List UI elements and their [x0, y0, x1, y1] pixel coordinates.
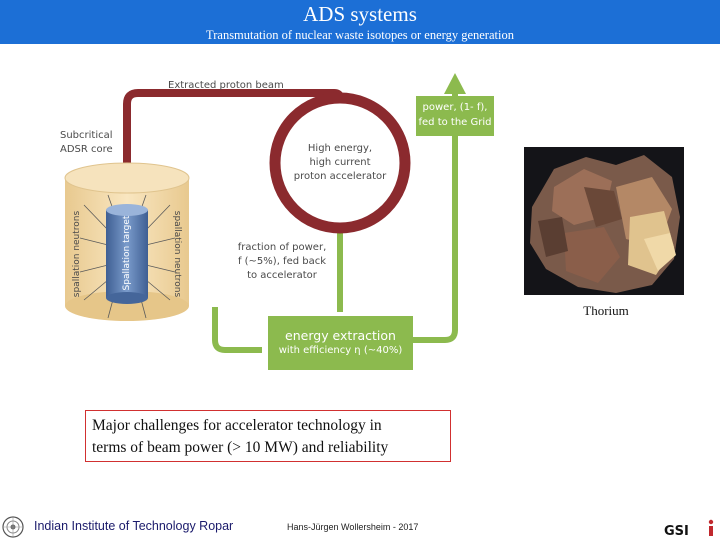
- grid-label-2: fed to the Grid: [418, 117, 492, 128]
- accelerator-label-2: high current: [309, 157, 371, 168]
- fraction-label-2: f (~5%), fed back: [237, 256, 327, 267]
- extracted-beam-label: Extracted proton beam: [168, 80, 284, 91]
- challenge-box: Major challenges for accelerator technol…: [85, 410, 451, 462]
- grid-line: [412, 92, 458, 343]
- target-top: [106, 204, 148, 216]
- fraction-label-1: fraction of power,: [237, 242, 327, 253]
- spallation-neutrons-left-label: spallation neutrons: [72, 210, 82, 298]
- gsi-logo-text: GSI: [664, 524, 689, 538]
- gsi-logo-icon: GSI: [662, 519, 714, 538]
- slide-title: ADS systems: [303, 2, 417, 26]
- core-bottom: [65, 291, 189, 321]
- thorium-photo: [524, 147, 684, 295]
- fraction-label-3: to accelerator: [247, 270, 317, 281]
- energy-extraction-label-2: with efficiency η (~40%): [278, 345, 403, 356]
- challenge-line-1: Major challenges for accelerator technol…: [92, 417, 382, 434]
- core-top: [64, 162, 190, 194]
- institute-logo-icon: [2, 516, 24, 538]
- spallation-target: [106, 210, 148, 298]
- institute-name: Indian Institute of Technology Ropar: [34, 519, 234, 533]
- subcritical-label-2: ADSR core: [60, 144, 113, 155]
- grid-label-1: power, (1- f),: [422, 102, 488, 113]
- power-loop-line: [212, 307, 262, 353]
- accelerator-ring: [269, 92, 411, 234]
- target-label: Spallation target: [122, 215, 132, 291]
- grid-box: [416, 96, 494, 136]
- thorium-caption: Thorium: [583, 303, 629, 318]
- accelerator-label-1: High energy,: [307, 143, 373, 154]
- author-credit: Hans-Jürgen Wollersheim - 2017: [287, 522, 419, 532]
- subcritical-label-1: Subcritical: [60, 130, 113, 141]
- energy-extraction-label-1: energy extraction: [285, 328, 396, 343]
- energy-extraction-box: [268, 316, 413, 370]
- slide-subtitle: Transmutation of nuclear waste isotopes …: [206, 28, 514, 42]
- challenge-line-2: terms of beam power (> 10 MW) and reliab…: [92, 439, 389, 456]
- target-bottom: [106, 292, 148, 304]
- grid-arrowhead: [444, 73, 466, 94]
- accelerator-label-3: proton accelerator: [293, 171, 387, 182]
- title-bar: ADS systems Transmutation of nuclear was…: [0, 0, 720, 44]
- spallation-neutrons-right-label: spallation neutrons: [172, 210, 182, 298]
